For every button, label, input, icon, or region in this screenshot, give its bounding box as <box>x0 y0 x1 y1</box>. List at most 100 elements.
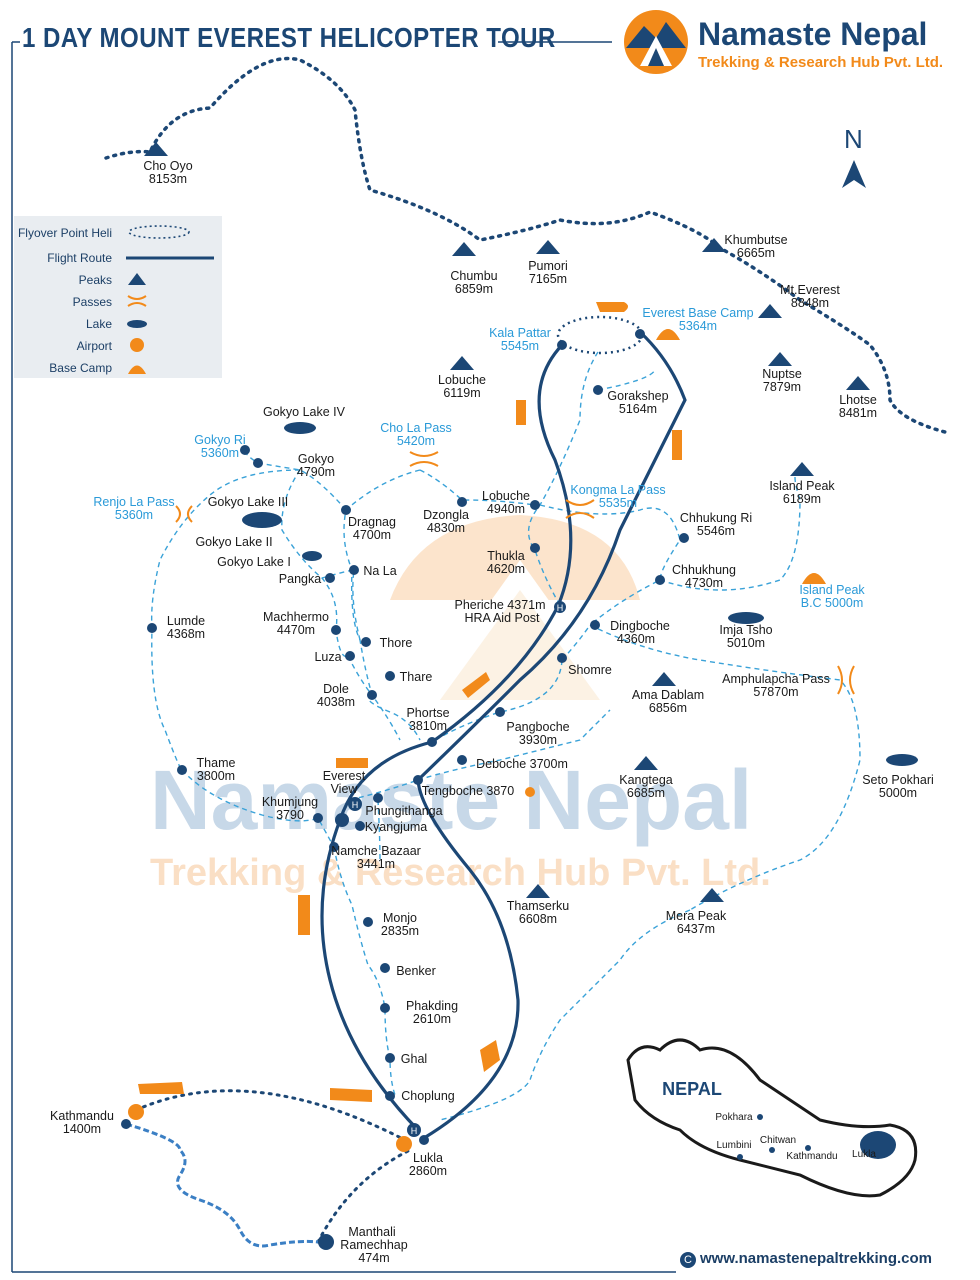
helicopter-icon <box>596 298 628 312</box>
place-dots <box>121 329 689 1145</box>
peak-icon <box>128 273 146 285</box>
lake-gokyo-1 <box>302 551 322 561</box>
dot-luza <box>345 651 355 661</box>
inset-pokhara: Pokhara <box>715 1112 753 1123</box>
lake-seto-pokhari <box>886 754 918 766</box>
label-dingboche-alt: 4360m <box>617 632 655 646</box>
label-ghal: Ghal <box>401 1052 427 1066</box>
label-nuptse-alt: 7879m <box>763 380 801 394</box>
brand-subtitle: Trekking & Research Hub Pvt. Ltd. <box>698 54 944 71</box>
label-amphulapcha-alt: 57870m <box>753 685 798 699</box>
peak-icon <box>144 142 168 156</box>
label-lhotse-alt: 8481m <box>839 406 877 420</box>
inset-lumbini: Lumbini <box>716 1140 751 1151</box>
lake-gokyo-3 <box>242 512 282 528</box>
label-ebc: Everest Base Camp <box>642 306 753 320</box>
label-chhukhung-alt: 4730m <box>685 576 723 590</box>
website-url[interactable]: www.namastenepaltrekking.com <box>700 1250 933 1267</box>
label-renjo-la: Renjo La Pass <box>93 495 174 509</box>
inset-kathmandu: Kathmandu <box>786 1151 837 1162</box>
label-thukla: Thukla <box>487 549 525 563</box>
lake-icons <box>242 422 918 766</box>
label-gorakshep-alt: 5164m <box>619 402 657 416</box>
label-cho-oyo: Cho Oyo <box>143 159 192 173</box>
flight-route <box>320 330 687 1140</box>
label-nuptse: Nuptse <box>762 367 802 381</box>
airport-kathmandu <box>128 1104 144 1120</box>
label-island-bc: Island Peak <box>799 583 865 597</box>
legend-flyover-symbol <box>128 225 190 239</box>
label-chhukung-ri: Chhukung Ri <box>680 511 752 525</box>
map-legend: Flyover Point Heli Flight Route Peaks Pa… <box>14 216 222 378</box>
label-phortse: Phortse <box>406 706 449 720</box>
label-everest-view: Everest <box>323 769 366 783</box>
dot-thore <box>361 637 371 647</box>
label-gokyo-lake-3: Gokyo Lake III <box>208 495 289 509</box>
label-thamserku-alt: 6608m <box>519 912 557 926</box>
label-chhukhung: Chhukhung <box>672 563 736 577</box>
label-manthali-alt: 474m <box>358 1251 389 1265</box>
inset-nepal-title: NEPAL <box>662 1079 722 1099</box>
label-dragnag-alt: 4700m <box>353 528 391 542</box>
pass-icons <box>175 451 855 695</box>
label-pheriche: Pheriche 4371m <box>454 598 545 612</box>
label-luza: Luza <box>314 650 341 664</box>
label-dzongla-alt: 4830m <box>427 521 465 535</box>
dot-dragnag <box>341 505 351 515</box>
dot-benker <box>380 963 390 973</box>
pass-icon <box>565 499 595 519</box>
peak-icon <box>652 672 676 686</box>
pass-icon <box>127 295 147 307</box>
label-lobuche-peak: Lobuche <box>438 373 486 387</box>
inset-chitwan: Chitwan <box>760 1135 796 1146</box>
label-ama-dablam-alt: 6856m <box>649 701 687 715</box>
helicopter-icon <box>298 895 310 935</box>
dot-gokyo-ri <box>240 445 250 455</box>
peak-icon <box>526 884 550 898</box>
dot-tengboche <box>413 775 423 785</box>
inset-kathmandu-dot <box>805 1145 811 1151</box>
pass-icon <box>409 451 439 467</box>
label-shomre: Shomre <box>568 663 612 677</box>
airport-lukla <box>396 1136 412 1152</box>
peak-icon <box>634 756 658 770</box>
label-namche: Namche Bazaar <box>331 844 421 858</box>
dot-dzongla <box>457 497 467 507</box>
label-lukla: Lukla <box>413 1151 443 1165</box>
dot-chhukhung <box>655 575 665 585</box>
inset-pokhara-dot <box>757 1114 763 1120</box>
inset-lukla: Lukla <box>852 1149 876 1160</box>
label-chhukung-ri-alt: 5546m <box>697 524 735 538</box>
copyright-icon: C <box>680 1252 696 1268</box>
dot-pangboche <box>495 707 505 717</box>
label-renjo-la-alt: 5360m <box>115 508 153 522</box>
inset-lukla-region <box>860 1131 896 1159</box>
page-title: 1 DAY MOUNT EVEREST HELICOPTER TOUR <box>22 22 556 53</box>
label-gokyo-lake-1: Gokyo Lake I <box>217 555 291 569</box>
label-dole-alt: 4038m <box>317 695 355 709</box>
label-lhotse: Lhotse <box>839 393 877 407</box>
helipad-lukla <box>407 1123 421 1137</box>
pass-labels: Cho La Pass 5420m Renjo La Pass 5360m Ko… <box>93 306 865 699</box>
peak-icon <box>768 352 792 366</box>
label-everest-view-2: View <box>331 782 359 796</box>
label-khumbutse-alt: 6665m <box>737 246 775 260</box>
helipad-pheriche-h: H <box>557 603 564 613</box>
helipad-everest-view <box>348 797 362 811</box>
label-kyangjuma: Kyangjuma <box>365 820 428 834</box>
label-khumjung-alt: 3790 <box>276 808 304 822</box>
dot-dingboche <box>590 620 600 630</box>
dot-phungithanga <box>373 793 383 803</box>
dot-kyangjuma <box>355 821 365 831</box>
peak-icon <box>790 462 814 476</box>
peak-icon <box>758 304 782 318</box>
peak-icon <box>536 240 560 254</box>
brand-logo <box>624 10 688 74</box>
pass-icon <box>837 665 855 695</box>
helipad-pheriche <box>554 601 566 613</box>
label-deboche: Deboche 3700m <box>476 757 568 771</box>
legend-basecamp-label: Base Camp <box>49 361 112 375</box>
tent-icon <box>802 573 826 584</box>
airport-icon <box>130 338 144 352</box>
label-phakding-alt: 2610m <box>413 1012 451 1026</box>
